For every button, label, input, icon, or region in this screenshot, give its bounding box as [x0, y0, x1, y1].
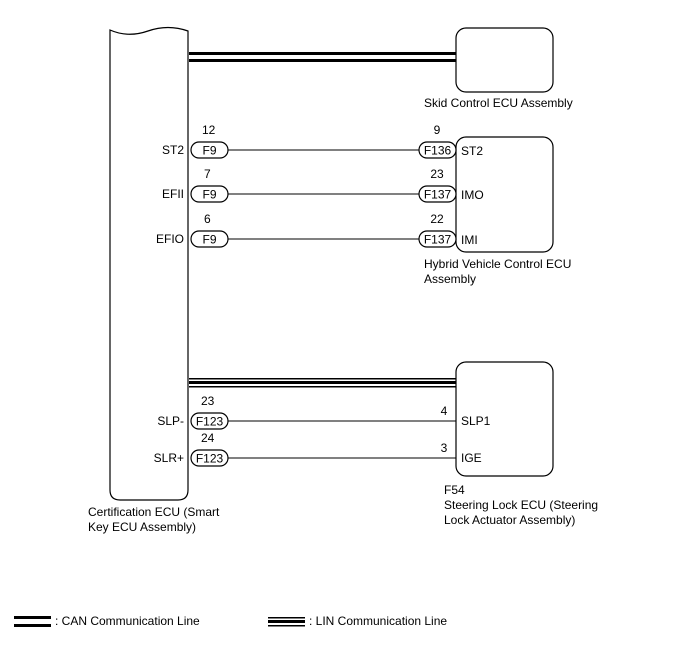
- legend-lin: : LIN Communication Line: [268, 614, 447, 628]
- hybrid-vehicle-ecu-label-line1: Hybrid Vehicle Control ECU: [424, 257, 571, 271]
- steering-lock-ecu-label-line2: Lock Actuator Assembly): [444, 513, 575, 527]
- right-pin-number: 22: [430, 212, 444, 226]
- left-pin-number: 12: [202, 123, 216, 137]
- right-pin-number: 4: [441, 404, 448, 418]
- lin-legend-label: : LIN Communication Line: [309, 614, 447, 628]
- left-pin-number: 7: [204, 167, 211, 181]
- wire-st2: ST2 12 F9 9 F136 ST2: [162, 123, 483, 159]
- left-signal-label: SLR+: [154, 451, 184, 465]
- right-pin-number: 3: [441, 441, 448, 455]
- right-pin-number: 23: [430, 167, 444, 181]
- right-connector-pill: [418, 141, 457, 159]
- can-line-swatch: [14, 616, 51, 627]
- right-connector-label: F137: [424, 188, 452, 202]
- left-signal-label: EFIO: [156, 232, 184, 246]
- right-signal-label: IMI: [461, 233, 478, 247]
- can-bus-line: [189, 52, 456, 62]
- lin-bus-line: [189, 378, 456, 388]
- right-connector-pill: [418, 185, 457, 203]
- hybrid-vehicle-ecu-label-line2: Assembly: [424, 272, 476, 286]
- left-connector-label: F9: [202, 233, 216, 247]
- certification-ecu-box: [109, 26, 189, 501]
- left-connector-label: F123: [196, 452, 224, 466]
- lin-line-swatch: [268, 617, 305, 627]
- steering-lock-ecu-box: [455, 361, 554, 477]
- steering-lock-connector-label: F54: [444, 483, 465, 497]
- wire-efio: EFIO 6 F9 22 F137 IMI: [156, 212, 478, 248]
- left-pin-number: 24: [201, 431, 215, 445]
- left-connector-label: F9: [202, 144, 216, 158]
- left-signal-label: SLP-: [157, 414, 184, 428]
- skid-control-ecu-box: [455, 27, 554, 93]
- left-connector-label: F123: [196, 415, 224, 429]
- right-signal-label: IMO: [461, 188, 484, 202]
- left-pin-number: 6: [204, 212, 211, 226]
- right-signal-label: ST2: [461, 144, 483, 158]
- left-signal-label: ST2: [162, 143, 184, 157]
- right-connector-pill: [418, 230, 457, 248]
- right-signal-label: SLP1: [461, 414, 491, 428]
- wire-efii: EFII 7 F9 23 F137 IMO: [162, 167, 484, 203]
- wire-slr: SLR+ 24 F123 3 IGE: [154, 431, 482, 467]
- steering-lock-ecu-label-line1: Steering Lock ECU (Steering: [444, 498, 598, 512]
- right-pin-number: 9: [434, 123, 441, 137]
- certification-ecu-label-line2: Key ECU Assembly): [88, 520, 196, 534]
- right-connector-label: F137: [424, 233, 452, 247]
- can-legend-label: : CAN Communication Line: [55, 614, 200, 628]
- skid-control-ecu-label: Skid Control ECU Assembly: [424, 96, 573, 110]
- certification-ecu-label-line1: Certification ECU (Smart: [88, 505, 220, 519]
- left-pin-number: 23: [201, 394, 215, 408]
- right-connector-label: F136: [424, 144, 452, 158]
- legend-can: : CAN Communication Line: [14, 614, 200, 628]
- left-signal-label: EFII: [162, 187, 184, 201]
- wire-slp: SLP- 23 F123 4 SLP1: [157, 394, 491, 430]
- right-signal-label: IGE: [461, 451, 482, 465]
- left-connector-label: F9: [202, 188, 216, 202]
